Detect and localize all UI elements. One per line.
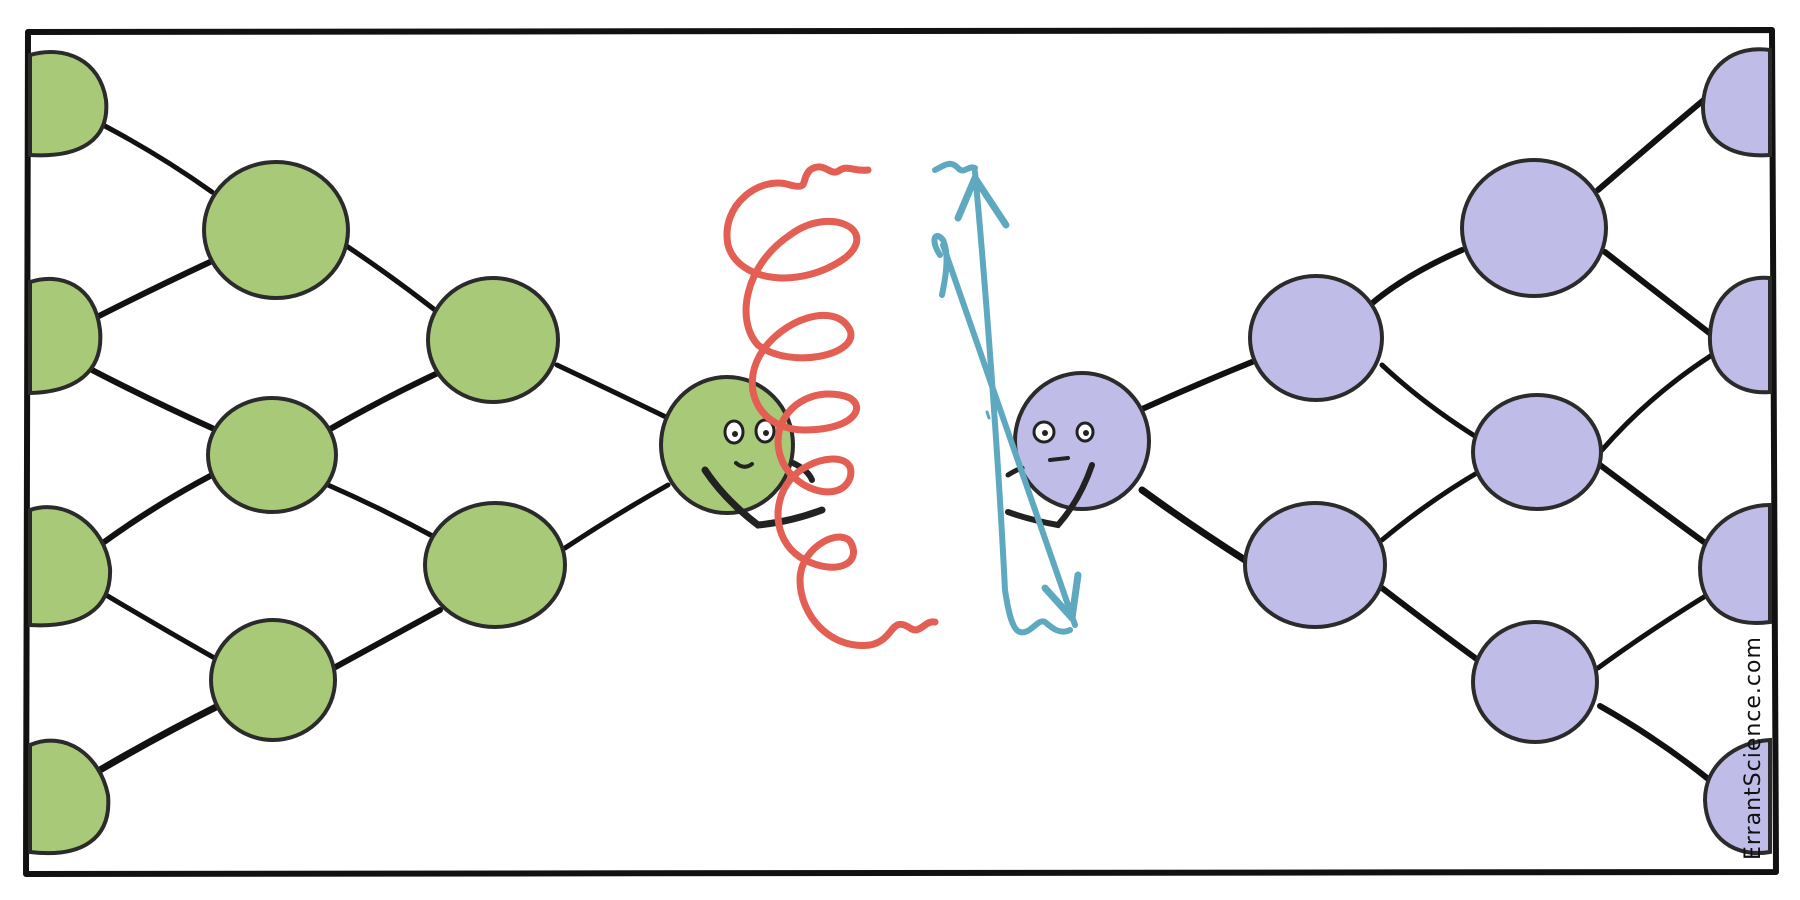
- left-character-smile: [734, 461, 754, 469]
- right-node: [1248, 274, 1384, 402]
- left-node: [209, 618, 337, 742]
- right-node: [1702, 737, 1772, 855]
- left-network-nodes: [28, 50, 567, 855]
- right-node: [1700, 47, 1772, 158]
- left-character: [659, 375, 826, 529]
- left-character-arm: [701, 466, 826, 529]
- right-character: [1005, 371, 1151, 529]
- left-node: [28, 276, 103, 396]
- left-node: [28, 738, 111, 855]
- right-node: [1460, 158, 1608, 298]
- credit-text: ErrantScience.com: [1741, 636, 1766, 860]
- left-network-edges: [89, 122, 671, 774]
- left-node: [423, 501, 567, 629]
- right-node: [1471, 620, 1599, 744]
- right-network-edges: [1137, 95, 1715, 785]
- right-node: [1471, 393, 1603, 511]
- right-node: [1697, 502, 1772, 625]
- left-node: [206, 396, 338, 514]
- right-character-arm: [1005, 462, 1095, 529]
- left-node: [426, 276, 560, 404]
- left-node: [28, 50, 109, 158]
- left-node: [28, 505, 113, 628]
- right-node: [1243, 501, 1387, 629]
- linear-polarized-arrow: [931, 160, 1082, 636]
- right-character-mouth: [1048, 456, 1070, 462]
- left-node: [202, 160, 350, 300]
- right-node: [1707, 275, 1772, 395]
- circular-polarized-wave: [723, 163, 939, 649]
- right-network-nodes: [1243, 47, 1772, 855]
- panel-border: [23, 27, 1779, 877]
